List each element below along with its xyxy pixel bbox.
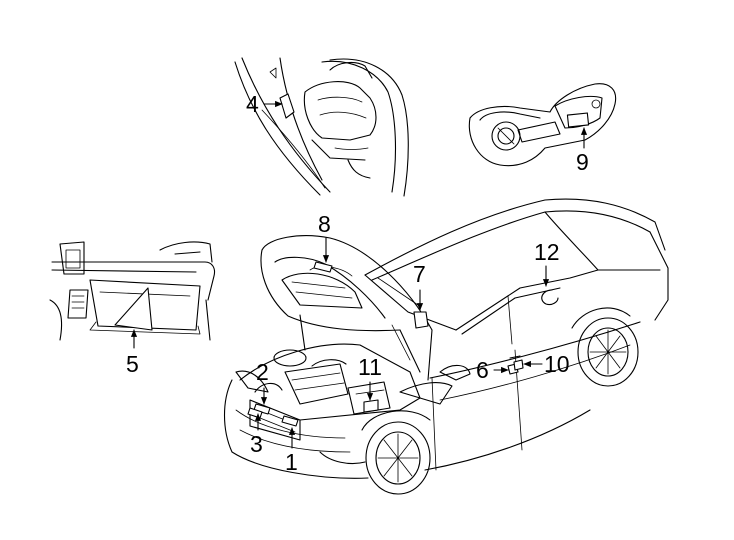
svg-text:12: 12 (534, 239, 560, 265)
label-11-plate (363, 399, 379, 413)
svg-text:1: 1 (285, 449, 298, 475)
label-1-plate (281, 415, 299, 427)
callout-5: 5 (126, 329, 139, 377)
callout-7: 7 (413, 261, 426, 311)
label-plates (247, 261, 559, 427)
glove-box-inset (49, 241, 216, 341)
svg-text:3: 3 (250, 431, 263, 457)
callout-1: 1 (285, 427, 298, 475)
callout-6: 6 (476, 357, 509, 383)
svg-text:2: 2 (256, 359, 269, 385)
callout-8: 8 (318, 211, 331, 263)
callout-12: 12 (534, 239, 560, 287)
svg-text:11: 11 (358, 354, 382, 380)
callout-3: 3 (250, 413, 263, 457)
svg-text:9: 9 (576, 149, 589, 175)
svg-text:5: 5 (126, 351, 139, 377)
callout-10: 10 (523, 351, 570, 377)
callout-2: 2 (256, 359, 269, 405)
label-8-plate (313, 261, 333, 273)
label-10-plate (513, 359, 524, 371)
label-2-plate (253, 403, 271, 415)
fuel-door-inset (468, 83, 617, 167)
label-7-plate (413, 311, 429, 329)
callout-4: 4 (246, 91, 283, 117)
svg-text:6: 6 (476, 357, 489, 383)
svg-text:4: 4 (246, 91, 259, 117)
svg-text:7: 7 (413, 261, 426, 287)
door-jamb-inset (234, 57, 409, 197)
svg-text:8: 8 (318, 211, 331, 237)
callout-11: 11 (358, 354, 382, 401)
label-12-plate (541, 289, 559, 306)
vehicle-body (224, 198, 669, 495)
svg-text:10: 10 (544, 351, 570, 377)
callout-9: 9 (576, 127, 589, 175)
